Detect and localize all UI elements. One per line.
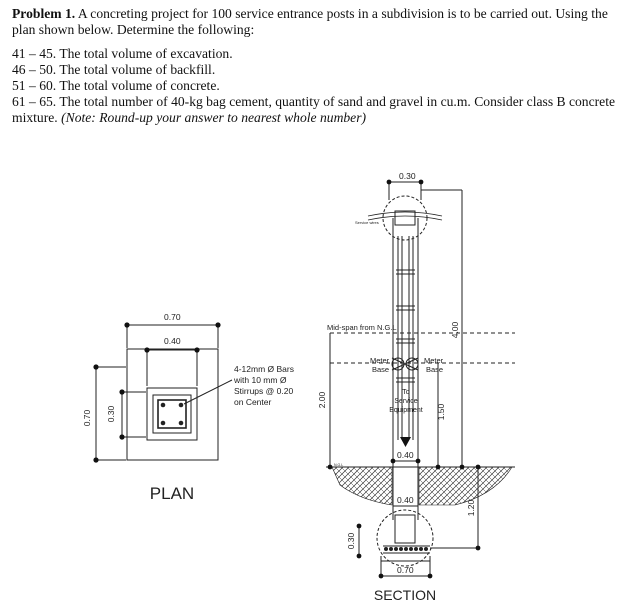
label-to-3: Equipment xyxy=(389,407,423,414)
rebar-note-line-1: 4-12mm Ø Bars xyxy=(234,364,294,374)
problem-item-2: 46 – 50. The total volume of backfill. xyxy=(12,62,216,77)
section-dim-footing-width: 0.70 xyxy=(397,565,414,575)
label-to-2: Service xyxy=(394,398,417,405)
section-dim-midspan: 2.00 xyxy=(317,391,327,408)
section-dim-meter-height: 1.50 xyxy=(436,403,446,420)
section-title: SECTION xyxy=(374,587,436,603)
service-arrow-icon xyxy=(400,437,411,447)
plan-footing-outline xyxy=(126,348,219,461)
section-view xyxy=(326,181,515,578)
rebar-note-line-2: with 10 mm Ø xyxy=(233,375,287,385)
label-meter-base-left-1: Meter xyxy=(370,356,390,365)
plan-pedestal-inner xyxy=(152,394,192,434)
section-dim-footing-thickness: 0.30 xyxy=(346,532,356,549)
footing-rebar-dots xyxy=(384,547,428,551)
section-dim-ngl: N.G.L xyxy=(334,463,343,467)
rebar-leader-line xyxy=(183,379,233,405)
rebar-note-line-4: on Center xyxy=(234,397,271,407)
label-service-wires: Service wires xyxy=(355,220,379,225)
section-dim-embed-depth: 1.20 xyxy=(466,499,476,516)
rebar-note-line-3: Stirrups @ 0.20 xyxy=(234,386,293,396)
label-meter-base-left-2: Base xyxy=(372,365,389,374)
plan-dim-dots xyxy=(93,322,221,463)
plan-dim-outer-height: 0.70 xyxy=(82,409,92,426)
label-to-1: To xyxy=(402,389,410,396)
problem-intro: Problem 1. A concreting project for 100 … xyxy=(12,6,617,38)
plan-stirrup xyxy=(157,399,187,429)
problem-item-1: 41 – 45. The total volume of excavation. xyxy=(12,46,233,61)
label-meter-base-right-2: Base xyxy=(426,365,443,374)
section-dim-total-height: 4.00 xyxy=(450,321,460,338)
problem-item-3: 51 – 60. The total volume of concrete. xyxy=(12,78,220,93)
top-detail-circle xyxy=(382,195,428,241)
plan-dim-inner-width: 0.40 xyxy=(164,336,181,346)
problem-label: Problem 1. xyxy=(12,6,76,21)
plan-dim-inner-height: 0.30 xyxy=(106,405,116,422)
plan-pedestal-outline xyxy=(146,387,198,441)
plan-dim-outer-width: 0.70 xyxy=(164,312,181,322)
problem-item-4: 61 – 65. The total number of 40-kg bag c… xyxy=(12,94,617,126)
meter-base-right xyxy=(405,357,419,371)
footing-detail-circle xyxy=(376,509,434,567)
plan-title: PLAN xyxy=(150,484,194,503)
problem-intro-text: A concreting project for 100 service ent… xyxy=(12,6,608,37)
soil-hatch-right xyxy=(418,466,513,506)
section-dim-embed-width: 0.40 xyxy=(397,495,414,505)
conduit-clamps xyxy=(396,269,415,383)
plan-rebars xyxy=(160,402,184,426)
plan-view xyxy=(95,324,233,461)
section-dim-post-width: 0.40 xyxy=(397,450,414,460)
section-dim-dots xyxy=(327,179,481,579)
problem-note: (Note: Round-up your answer to nearest w… xyxy=(61,110,367,125)
label-meter-base-right-1: Meter xyxy=(424,356,444,365)
soil-hatch-left xyxy=(331,466,393,506)
section-dim-top-width: 0.30 xyxy=(399,171,416,181)
label-midspan: Mid-span from N.G.L xyxy=(327,323,397,332)
problem-statement: Problem 1. A concreting project for 100 … xyxy=(12,6,617,126)
problem-item-4-text: 61 – 65. The total number of 40-kg bag c… xyxy=(12,94,616,125)
